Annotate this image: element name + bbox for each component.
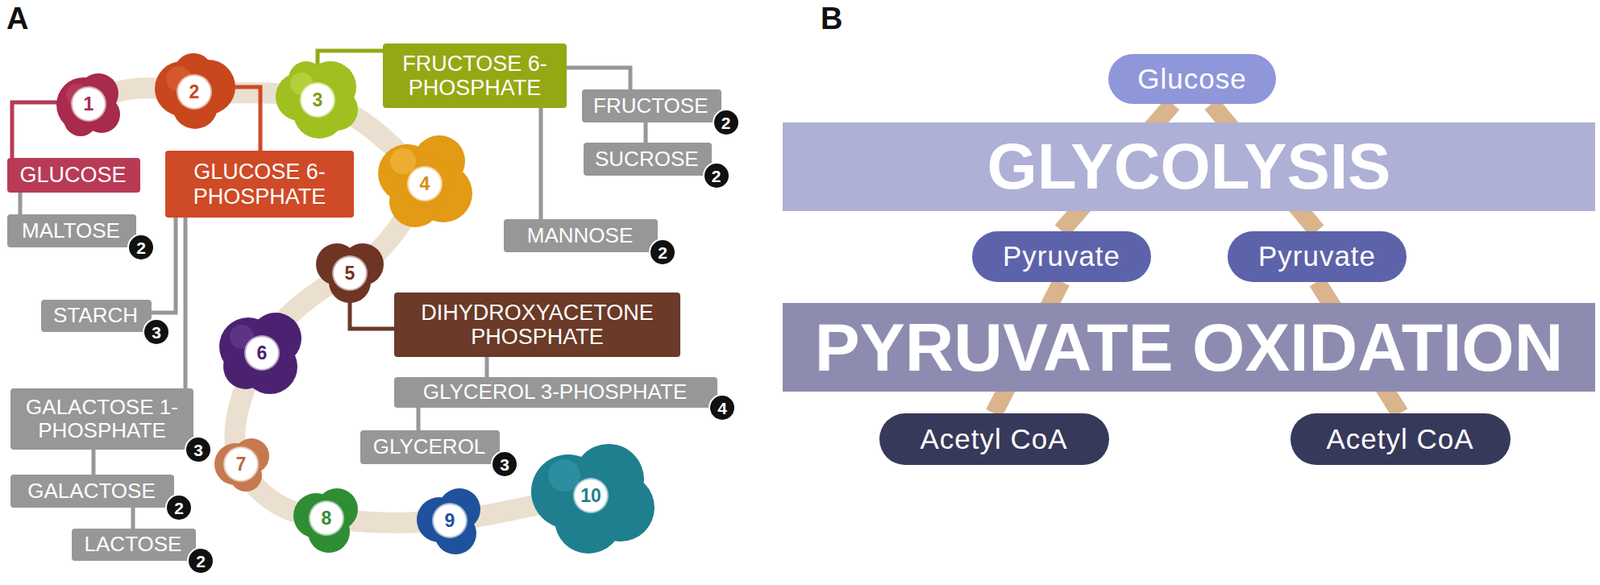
enzyme-blob (293, 488, 358, 553)
node-label: GLYCEROL 3-PHOSPHATE (423, 380, 688, 404)
enzyme-number: 9 (433, 504, 466, 537)
substrate-box: GLYCEROL 3-PHOSPHATE (394, 377, 718, 408)
enzyme-number-text: 5 (344, 264, 356, 283)
node-label: FRUCTOSE (593, 94, 709, 118)
enzyme-number: 2 (178, 75, 211, 109)
enzyme-number: 6 (245, 336, 279, 370)
enzyme-blob (416, 488, 481, 555)
node-label: GLUCOSE (19, 162, 126, 188)
molecule-pill: Pyruvate (972, 231, 1152, 283)
enzyme-number-text: 4 (419, 174, 431, 194)
node-label: SUCROSE (594, 147, 699, 171)
callout-number: 2 (648, 238, 677, 266)
node-label: GLYCOLYSIS (987, 134, 1392, 200)
callout-number: 3 (142, 318, 171, 346)
molecule-pill: Acetyl CoA (1290, 413, 1511, 466)
node-label: Acetyl CoA (919, 423, 1068, 456)
enzyme-number-text: 9 (444, 511, 456, 531)
callout-number: 2 (702, 162, 731, 190)
enzyme-number: 7 (224, 448, 258, 481)
substrate-box: SUCROSE (583, 142, 712, 176)
pathway-connector (151, 217, 176, 313)
node-label: Pyruvate (1258, 241, 1376, 273)
pathway-connector (539, 108, 544, 220)
substrate-box: LACTOSE (71, 528, 196, 562)
node-label: Pyruvate (1002, 241, 1121, 273)
substrate-box: FRUCTOSE (581, 89, 722, 123)
enzyme-number: 1 (72, 87, 105, 121)
substrate-box: GALACTOSE (10, 474, 175, 508)
substrate-box: GALACTOSE 1-PHOSPHATE (10, 388, 194, 450)
process-band: GLYCOLYSIS (782, 122, 1596, 212)
node-label: GALACTOSE (27, 479, 155, 503)
node-label: LACTOSE (84, 532, 183, 557)
node-label: PYRUVATE OXIDATION (814, 313, 1564, 382)
callout-number: 4 (708, 394, 736, 422)
pathway-connector (485, 357, 490, 378)
glucose-box: GLUCOSE (7, 157, 141, 193)
pathway-connector (566, 67, 631, 90)
enzyme-number-text: 8 (321, 509, 333, 528)
pathway-connector (131, 507, 136, 529)
pathway-connector (644, 122, 649, 143)
enzyme-number-text: 1 (83, 95, 95, 114)
intermediate-box: DIHYDROXYACETONE PHOSPHATE (394, 292, 681, 358)
enzyme-blob (214, 438, 270, 492)
process-band: PYRUVATE OXIDATION (782, 303, 1596, 392)
node-label: GLUCOSE 6-PHOSPHATE (174, 159, 345, 208)
node-label: Glucose (1137, 63, 1247, 96)
panel-letter: B (820, 3, 843, 34)
enzyme-blob (378, 135, 473, 228)
panel-letter: A (6, 3, 29, 34)
callout-number: 2 (187, 547, 215, 575)
enzyme-number-text: 6 (257, 344, 268, 363)
callout-number: 3 (184, 436, 212, 464)
pathway-connector (183, 217, 188, 389)
callout-number: 2 (165, 494, 193, 522)
substrate-box: MALTOSE (7, 214, 137, 248)
enzyme-number: 10 (574, 479, 607, 512)
enzyme-blob (219, 312, 302, 395)
callout-number: 2 (712, 108, 740, 137)
enzyme-number-text: 3 (312, 91, 324, 110)
enzyme-number: 3 (301, 83, 334, 117)
node-label: GALACTOSE 1-PHOSPHATE (20, 395, 184, 443)
pathway-connector (18, 192, 23, 215)
enzyme-number-text: 10 (580, 486, 602, 506)
callout-number: 3 (490, 450, 519, 478)
enzyme-number: 8 (310, 502, 343, 535)
substrate-box: STARCH (41, 299, 152, 333)
enzyme-blob (315, 243, 384, 304)
pathway-connector (91, 449, 96, 475)
enzyme-number: 5 (333, 257, 366, 290)
enzyme-number-text: 2 (189, 83, 200, 102)
molecule-pill: Pyruvate (1227, 231, 1407, 283)
enzyme-number: 4 (408, 167, 441, 200)
enzyme-blob (56, 73, 121, 137)
enzyme-blob (154, 53, 236, 129)
enzyme-number-text: 7 (236, 455, 247, 474)
node-label: Acetyl CoA (1325, 423, 1474, 456)
enzyme-blob (275, 61, 358, 139)
molecule-pill: Glucose (1108, 54, 1276, 104)
molecule-pill: Acetyl CoA (879, 413, 1110, 466)
substrate-box: MANNOSE (503, 219, 658, 253)
node-label: GLYCEROL (373, 435, 487, 459)
callout-number: 2 (127, 233, 155, 262)
node-label: FRUCTOSE 6-PHOSPHATE (392, 51, 557, 100)
node-label: MALTOSE (21, 219, 121, 243)
substrate-box: GLYCEROL (360, 430, 500, 465)
node-label: STARCH (53, 303, 138, 328)
node-label: DIHYDROXYACETONE PHOSPHATE (403, 300, 671, 350)
node-label: MANNOSE (527, 224, 633, 248)
enzyme-blob (531, 444, 655, 554)
intermediate-box: FRUCTOSE 6-PHOSPHATE (382, 43, 567, 109)
pathway-connector (416, 407, 421, 431)
intermediate-box: GLUCOSE 6-PHOSPHATE (165, 150, 354, 218)
